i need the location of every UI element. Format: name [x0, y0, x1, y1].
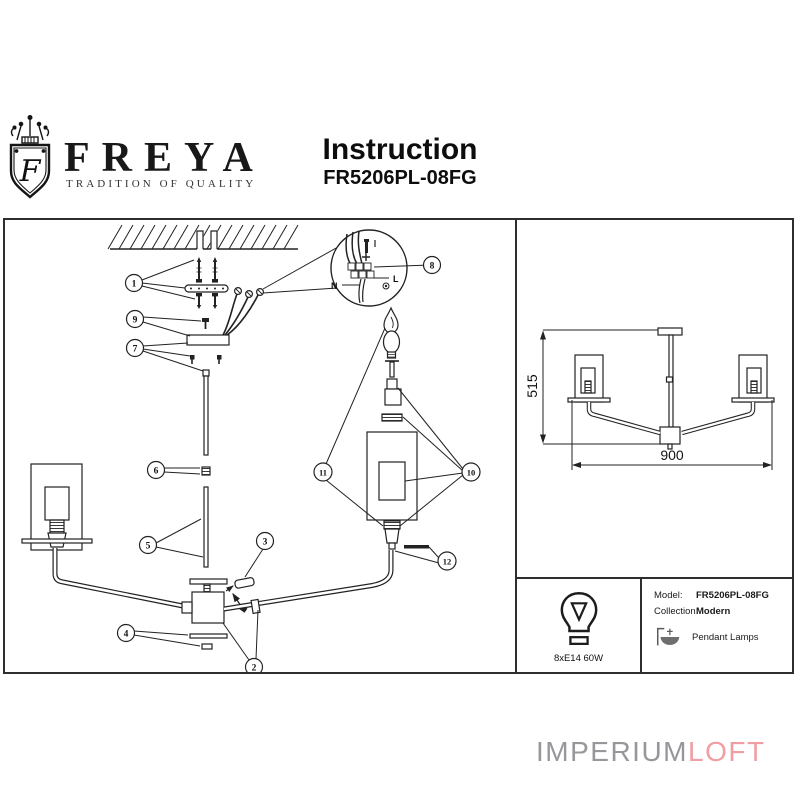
- canopy-screw: [202, 318, 209, 322]
- svg-text:2: 2: [252, 664, 257, 673]
- brand-tagline: TRADITION OF QUALITY: [66, 178, 257, 190]
- svg-text:12: 12: [443, 557, 452, 567]
- svg-text:9: 9: [133, 316, 138, 326]
- callout-11: 11: [313, 462, 333, 482]
- svg-text:10: 10: [467, 468, 476, 478]
- callout-9: 9: [125, 309, 145, 329]
- front-left-shade: [567, 354, 661, 436]
- model-value: FR5206PL-08FG: [696, 590, 769, 601]
- callout-10: 10: [461, 462, 481, 482]
- dimension-drawing: 515 900: [524, 327, 775, 470]
- hanging-rod: [201, 369, 211, 568]
- front-right-shade: [681, 354, 775, 436]
- height-dimension: 515: [524, 329, 660, 445]
- model-label: Model:: [654, 590, 683, 601]
- left-shade-assembly: [21, 463, 184, 609]
- bulb-spec-label: 8xE14 60W: [553, 652, 604, 664]
- wire-label-live: L: [393, 274, 399, 284]
- callout-1: 1: [124, 273, 144, 293]
- svg-text:7: 7: [133, 345, 138, 355]
- wiring-detail-circle: L N: [330, 229, 408, 307]
- svg-text:5: 5: [146, 542, 151, 552]
- callout-2: 2: [244, 657, 264, 673]
- supply-wires: [222, 293, 259, 336]
- arm-connector: [225, 577, 255, 613]
- height-label: 515: [524, 374, 540, 398]
- title-block: Instruction FR5206PL-08FG: [280, 134, 520, 190]
- front-hub: [659, 426, 681, 445]
- callout-12: 12: [437, 551, 457, 571]
- crest-monogram: F: [19, 154, 42, 189]
- callout-7: 7: [125, 338, 145, 358]
- bulb-spec-cell: 8xE14 60W: [517, 579, 640, 672]
- callout-leaders: [133, 259, 464, 661]
- brand-wordmark: FREYA: [64, 135, 265, 181]
- assembly-diagram: L N: [21, 224, 481, 673]
- freya-crest-icon: F: [9, 115, 51, 199]
- watermark-prefix: IMPERIUM: [536, 736, 688, 767]
- candle-flame: [383, 306, 399, 334]
- bulb-icon: [560, 591, 597, 645]
- width-label: 900: [660, 447, 684, 463]
- svg-text:4: 4: [124, 630, 129, 640]
- wire-plugs: [234, 287, 265, 299]
- watermark-suffix: LOFT: [688, 736, 766, 767]
- svg-text:1: 1: [132, 280, 137, 290]
- callout-6: 6: [146, 460, 166, 480]
- model-number: FR5206PL-08FG: [323, 167, 477, 189]
- callout-5: 5: [138, 535, 158, 555]
- canopy-bolts: [190, 355, 222, 360]
- right-shade-assembly: [366, 306, 464, 550]
- right-arm: [223, 550, 394, 615]
- wire-label-neutral: N: [331, 281, 338, 291]
- spec-list-cell: Model: FR5206PL-08FG Collection: Modern …: [640, 579, 792, 672]
- strip-holes: [190, 287, 224, 290]
- front-canopy: [657, 327, 683, 336]
- terminal-screw-icon: [362, 239, 376, 261]
- category-row: Pendant Lamps: [654, 624, 792, 650]
- ceiling-canopy: [186, 334, 230, 346]
- mounting-screws: [196, 257, 218, 309]
- dimension-panel: 515 900: [515, 218, 794, 579]
- imperiumloft-watermark: IMPERIUMLOFT: [536, 736, 766, 768]
- central-hub: [181, 578, 228, 650]
- collection-value: Modern: [696, 606, 731, 617]
- callouts: 1 9 7 6 5 4 2 3 8 10 11 12: [116, 255, 481, 673]
- svg-text:8: 8: [430, 262, 435, 272]
- callout-4: 4: [116, 623, 136, 643]
- svg-text:3: 3: [263, 538, 268, 548]
- width-dimension: 900: [571, 400, 773, 470]
- svg-text:6: 6: [154, 467, 159, 477]
- pendant-lamp-icon: [656, 627, 680, 646]
- ceiling-hatch: [107, 224, 299, 250]
- model-row: Model: FR5206PL-08FG: [654, 588, 792, 604]
- spec-panel: 8xE14 60W Model: FR5206PL-08FG Collectio…: [515, 577, 794, 674]
- brand-logo: F FREYA TRADITION OF QUALITY: [8, 112, 268, 207]
- page-title: Instruction: [322, 133, 478, 166]
- category-label: Pendant Lamps: [692, 631, 759, 643]
- svg-text:11: 11: [319, 468, 327, 478]
- assembly-diagram-panel: L N: [3, 218, 517, 674]
- callout-3: 3: [255, 531, 275, 551]
- collection-row: Collection: Modern: [654, 604, 792, 620]
- collection-label: Collection:: [654, 606, 699, 617]
- zoom-leader-lines: [262, 246, 339, 294]
- callout-8: 8: [422, 255, 442, 275]
